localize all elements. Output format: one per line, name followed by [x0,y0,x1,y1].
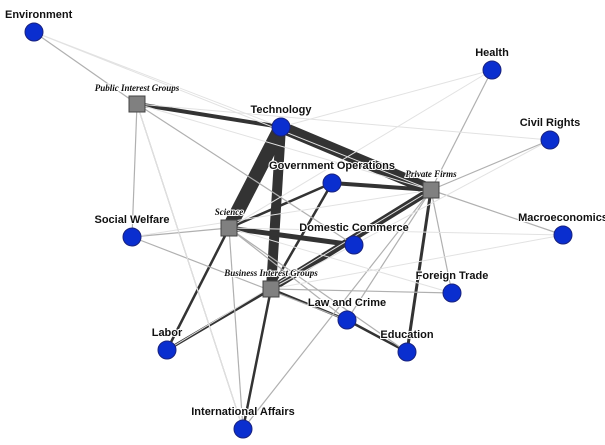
node-business-interest-groups[interactable]: Business Interest Groups [222,267,319,298]
node-health[interactable]: Health [474,46,510,80]
node-public-interest-groups[interactable]: Public Interest Groups [94,82,181,113]
edge-private-firms-law-and-crime [346,189,432,321]
edge-public-interest-groups-social-welfare [131,103,138,238]
node-government-operations[interactable]: Government Operations [268,159,396,193]
node-macroeconomics[interactable]: Macroeconomics [517,211,605,245]
node-label: Domestic Commerce [299,222,408,234]
node-label: Environment [5,9,73,21]
edge-macroeconomics-science [228,227,564,236]
node-education[interactable]: Education [379,328,435,362]
node-label: International Affairs [191,406,295,418]
node-law-and-crime[interactable]: Law and Crime [307,296,387,330]
node-international-affairs[interactable]: International Affairs [190,405,296,439]
edges-layer [33,31,564,430]
topic-circle-icon[interactable] [337,310,357,330]
edge-business-interest-groups-international-affairs [241,288,273,430]
edge-health-technology [280,69,493,128]
edge-law-and-crime-education [346,318,408,354]
node-label: Labor [152,327,183,339]
topic-circle-icon[interactable] [122,227,142,247]
topic-circle-icon[interactable] [157,340,177,360]
node-label: Business Interest Groups [223,268,318,278]
node-label: Science [215,207,244,217]
topic-circle-icon[interactable] [344,235,364,255]
node-label: Civil Rights [520,117,581,129]
actor-square-icon[interactable] [262,280,280,298]
edge-science-domestic-commerce [228,225,355,248]
edge-business-interest-groups-foreign-trade [270,288,453,294]
edge-public-interest-groups-technology [136,102,282,129]
edge-health-science [228,69,493,229]
node-label: Government Operations [269,160,395,172]
edge-science-law-and-crime [228,227,348,321]
edge-public-interest-groups-environment [33,31,138,105]
edge-public-interest-groups-domestic-commerce [136,103,355,246]
topic-circle-icon[interactable] [553,225,573,245]
edge-international-affairs-public-interest-groups [136,103,244,430]
topic-circle-icon[interactable] [540,130,560,150]
edge-private-firms-international-affairs [242,189,432,430]
node-science[interactable]: Science [214,206,244,237]
edge-civil-rights-business-interest-groups [270,139,551,290]
actor-square-icon[interactable] [422,181,440,199]
node-label: Education [380,329,433,341]
node-label: Public Interest Groups [95,83,180,93]
node-label: Social Welfare [95,214,170,226]
topic-circle-icon[interactable] [322,173,342,193]
edge-environment-technology [33,31,282,128]
edge-government-operations-private-firms [331,181,432,192]
edge-macroeconomics-business-interest-groups [270,234,564,290]
topic-circle-icon[interactable] [233,419,253,439]
edge-public-interest-groups-private-firms [136,103,432,191]
node-label: Health [475,47,509,59]
edge-labor-private-firms [166,189,432,351]
edge-business-interest-groups-government-operations [269,182,334,290]
edge-social-welfare-private-firms [131,189,432,238]
node-label: Law and Crime [308,297,386,309]
edge-science-international-affairs [228,227,244,430]
node-domestic-commerce[interactable]: Domestic Commerce [298,221,410,255]
topic-circle-icon[interactable] [271,117,291,137]
edge-science-labor [165,227,231,351]
edge-foreign-trade-science [228,227,453,294]
edge-private-firms-health [430,69,493,191]
node-label: Macroeconomics [518,212,605,224]
topic-circle-icon[interactable] [482,60,502,80]
edge-science-education [228,227,408,353]
edge-social-welfare-law-and-crime [131,236,348,321]
node-label: Technology [251,104,313,116]
node-technology[interactable]: Technology [250,103,313,137]
node-social-welfare[interactable]: Social Welfare [94,213,171,247]
topic-circle-icon[interactable] [442,283,462,303]
node-label: Foreign Trade [416,270,489,282]
edge-private-firms-macroeconomics [430,189,564,236]
edge-technology-private-firms [278,121,434,196]
node-environment[interactable]: Environment [4,8,74,42]
topic-circle-icon[interactable] [24,22,44,42]
edge-public-interest-groups-civil-rights [136,103,551,141]
edge-private-firms-civil-rights [430,139,551,191]
edge-private-firms-foreign-trade [430,189,453,294]
edge-private-firms-education [405,189,433,353]
node-civil-rights[interactable]: Civil Rights [519,116,581,150]
node-private-firms[interactable]: Private Firms [404,168,458,199]
actor-square-icon[interactable] [128,95,146,113]
topic-circle-icon[interactable] [397,342,417,362]
node-label: Private Firms [405,169,457,179]
node-labor[interactable]: Labor [151,326,184,360]
edge-environment-private-firms [33,31,432,191]
actor-square-icon[interactable] [220,219,238,237]
edge-science-government-operations [228,181,333,230]
edge-science-social-welfare [131,227,230,238]
node-foreign-trade[interactable]: Foreign Trade [415,269,489,303]
